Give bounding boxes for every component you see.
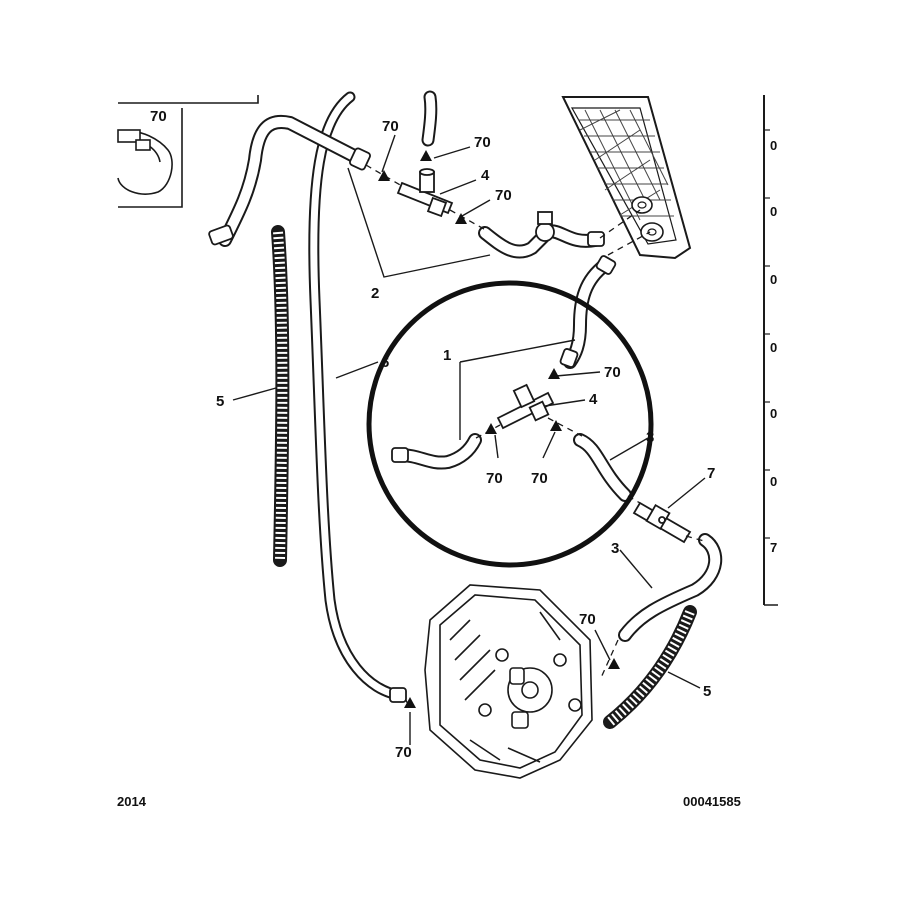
panel-mark-1: 0 [770, 138, 777, 153]
callout-70-top-right: 70 [495, 187, 512, 204]
heater-matrix [561, 96, 692, 260]
detail-circle [366, 280, 654, 568]
inset-label: 70 [150, 108, 167, 125]
marker-2 [420, 150, 432, 161]
marker-8 [404, 697, 416, 708]
right-panel-edge: 0 0 0 0 0 0 7 [763, 95, 778, 606]
callout-4-top: 4 [481, 167, 490, 184]
leader-lines [232, 134, 706, 745]
callout-7: 7 [707, 465, 715, 482]
clamp-inset: 70 [117, 95, 259, 208]
panel-mark-3: 0 [770, 272, 777, 287]
callout-6: 6 [381, 354, 389, 371]
callout-70-circle-bl: 70 [486, 470, 503, 487]
triangle-markers [378, 150, 620, 708]
callout-5-right: 5 [703, 683, 711, 700]
panel-mark-2: 0 [770, 204, 777, 219]
callout-2: 2 [371, 285, 379, 302]
marker-7 [608, 658, 620, 669]
panel-mark-4: 0 [770, 340, 777, 355]
marker-1 [378, 170, 390, 181]
marker-3 [455, 213, 467, 224]
callout-70-top-left: 70 [382, 118, 399, 135]
callout-labels: 70 70 4 70 2 5 6 1 70 4 70 70 3 7 3 70 5… [216, 118, 715, 761]
callout-70-circle-right: 70 [604, 364, 621, 381]
footer-reference: 00041585 [683, 794, 741, 809]
callout-3-lower: 3 [611, 540, 619, 557]
pump-body [424, 584, 593, 779]
footer-year: 2014 [117, 794, 147, 809]
sleeve-right [603, 605, 697, 729]
callout-5-left: 5 [216, 393, 224, 410]
callout-4-circle: 4 [589, 391, 598, 408]
marker-6 [550, 420, 562, 431]
panel-mark-5: 0 [770, 406, 777, 421]
callout-3-circle: 3 [646, 429, 654, 446]
panel-mark-7: 7 [770, 540, 777, 555]
fittings [208, 147, 692, 703]
marker-4 [548, 368, 560, 379]
sleeve-left [271, 225, 290, 567]
marker-5 [485, 423, 497, 434]
callout-1: 1 [443, 347, 451, 364]
callout-70-lower: 70 [579, 611, 596, 628]
panel-mark-6: 0 [770, 474, 777, 489]
hoses [218, 90, 723, 701]
callout-70-circle-br: 70 [531, 470, 548, 487]
callout-70-top-mid: 70 [474, 134, 491, 151]
callout-70-bottom: 70 [395, 744, 412, 761]
